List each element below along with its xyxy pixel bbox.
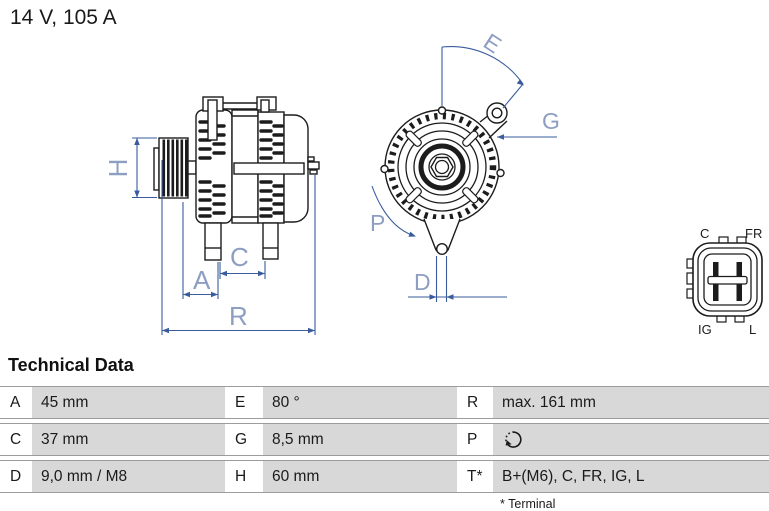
technical-data-section: Technical Data A 45 mm E 80 ° R max. 161… — [0, 355, 769, 511]
connector-drawing — [686, 236, 763, 323]
connector-pins — [713, 262, 742, 301]
table-value: 8,5 mm — [263, 424, 457, 455]
connector-label-c: C — [700, 226, 709, 241]
dim-label-h: H — [103, 159, 133, 178]
table-key: G — [225, 424, 263, 455]
front-housing — [195, 109, 233, 224]
table-key: P — [457, 424, 493, 455]
top-mounting-lugs — [202, 96, 277, 141]
fan-slots — [405, 130, 479, 204]
dim-label-a: A — [193, 265, 211, 295]
table-key: H — [225, 461, 263, 492]
side-view-drawing — [153, 96, 320, 261]
dim-label-r: R — [229, 301, 248, 331]
connector-label-l: L — [749, 322, 756, 337]
table-key: C — [0, 424, 32, 455]
table-value: B+(M6), C, FR, IG, L — [493, 461, 769, 492]
table-value: 37 mm — [32, 424, 225, 455]
dim-label-p: P — [370, 210, 385, 236]
table-row: D 9,0 mm / M8 H 60 mm T* B+(M6), C, FR, … — [0, 460, 769, 493]
table-value: 9,0 mm / M8 — [32, 461, 225, 492]
front-view-dimensions — [371, 46, 557, 302]
side-view-dimensions — [132, 137, 316, 335]
table-row: C 37 mm G 8,5 mm P — [0, 423, 769, 456]
technical-data-title: Technical Data — [8, 355, 134, 375]
table-key: T* — [457, 461, 493, 492]
connector-key-slot — [707, 275, 748, 285]
table-value: 60 mm — [263, 461, 457, 492]
mounting-feet — [204, 222, 279, 261]
shaft-nut — [430, 156, 454, 178]
table-value: 80 ° — [263, 387, 457, 418]
bottom-mounting-lug — [423, 218, 461, 255]
rotation-direction-cell — [493, 424, 769, 455]
dim-label-e: E — [479, 28, 506, 58]
technical-drawing: H A C R — [103, 28, 763, 337]
connector-label-fr: FR — [745, 226, 762, 241]
b-plus-terminal — [307, 156, 320, 175]
table-row: A 45 mm E 80 ° R max. 161 mm — [0, 386, 769, 419]
table-key: A — [0, 387, 32, 418]
dim-label-g: G — [542, 108, 560, 134]
pulley — [153, 137, 197, 199]
dim-label-d: D — [414, 269, 431, 295]
table-value: 45 mm — [32, 387, 225, 418]
table-key: E — [225, 387, 263, 418]
table-key: R — [457, 387, 493, 418]
connector-label-ig: IG — [698, 322, 712, 337]
table-value: max. 161 mm — [493, 387, 769, 418]
dim-label-c: C — [230, 242, 249, 272]
through-bolt — [233, 162, 305, 175]
adjustment-lug — [479, 102, 508, 139]
rotation-direction-icon — [505, 430, 522, 448]
front-view-drawing — [380, 102, 508, 255]
table-key: D — [0, 461, 32, 492]
terminal-footnote: * Terminal — [500, 497, 556, 511]
voltage-amperage-title: 14 V, 105 A — [10, 6, 117, 29]
